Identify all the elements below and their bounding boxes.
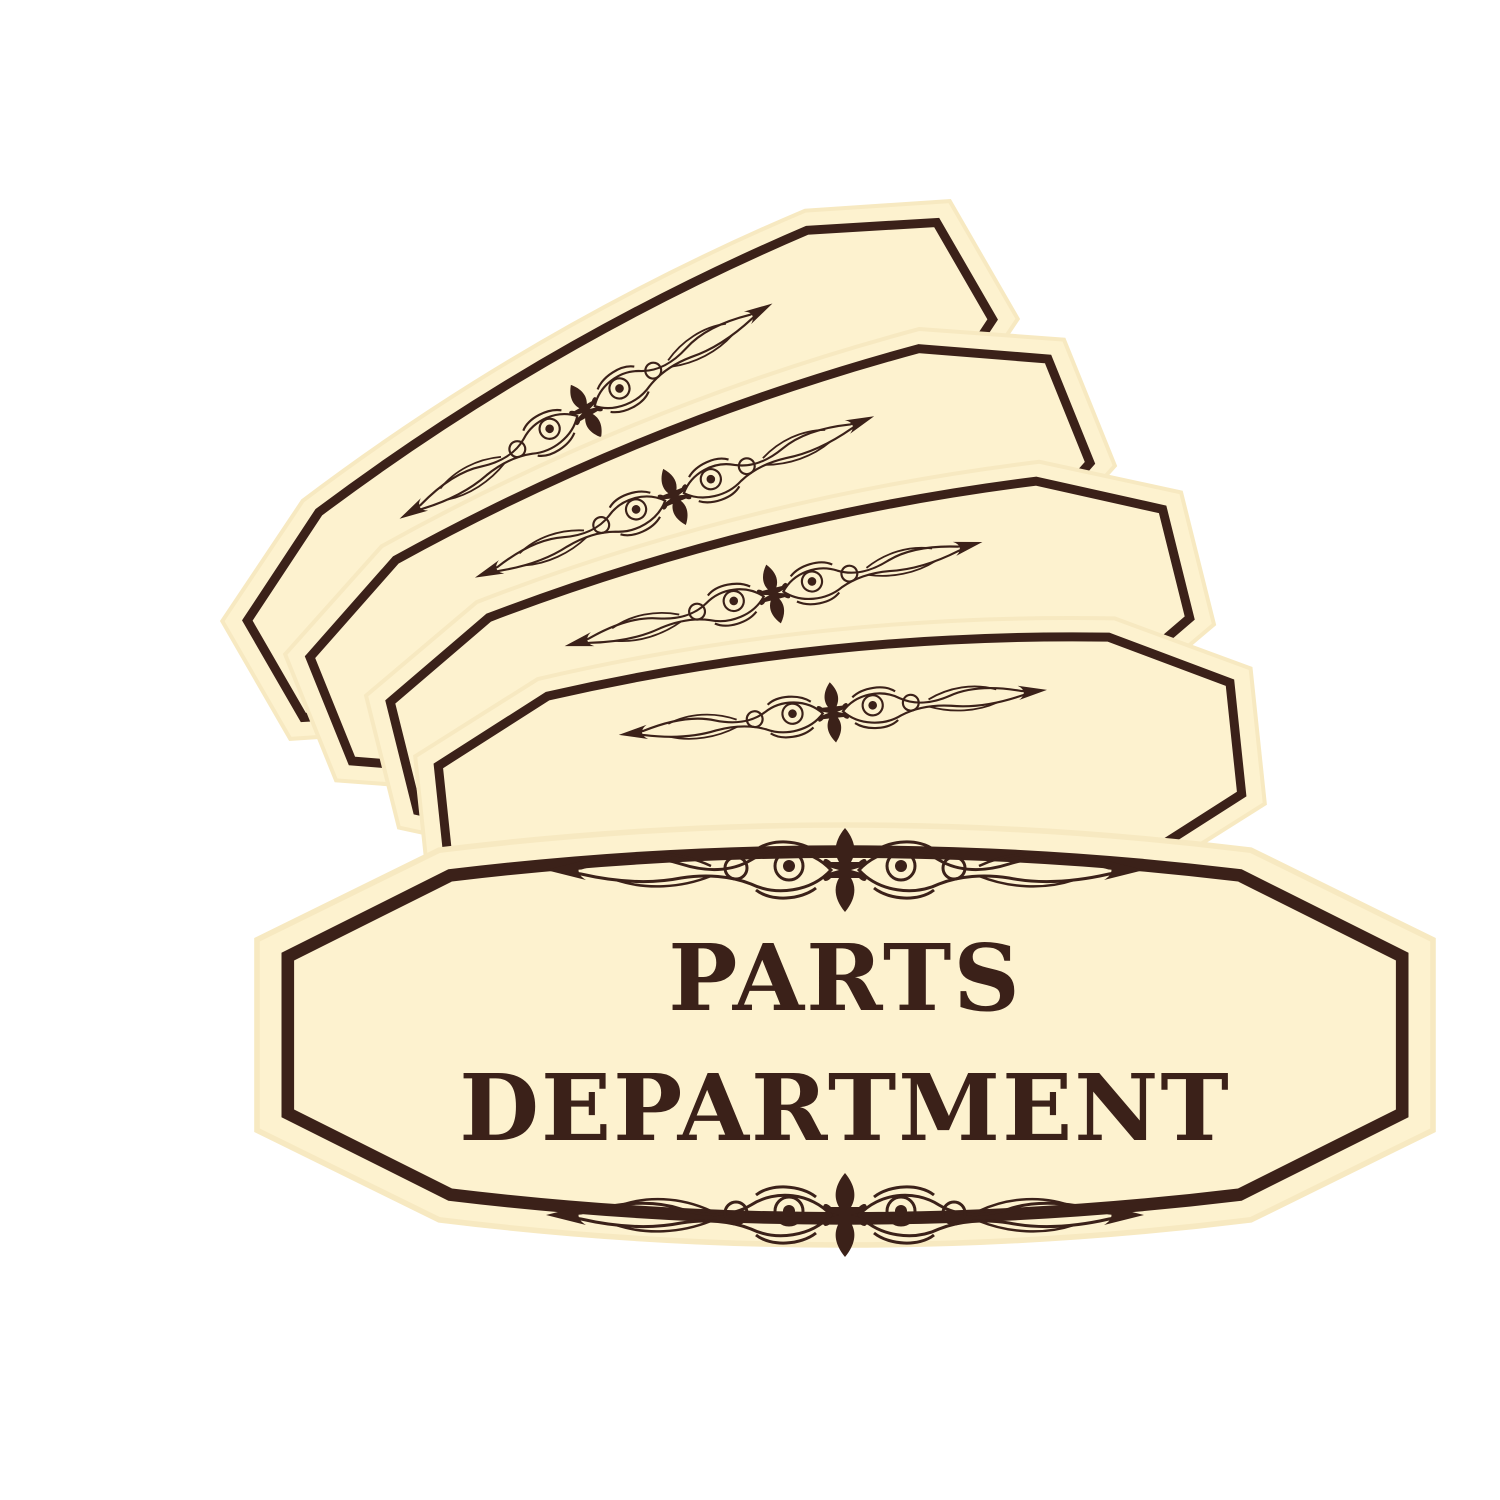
sign-front: PARTS DEPARTMENT (257, 825, 1433, 1257)
sign-title-line-1: PARTS (668, 924, 1022, 1032)
sign-title-line-2: DEPARTMENT (459, 1054, 1231, 1162)
